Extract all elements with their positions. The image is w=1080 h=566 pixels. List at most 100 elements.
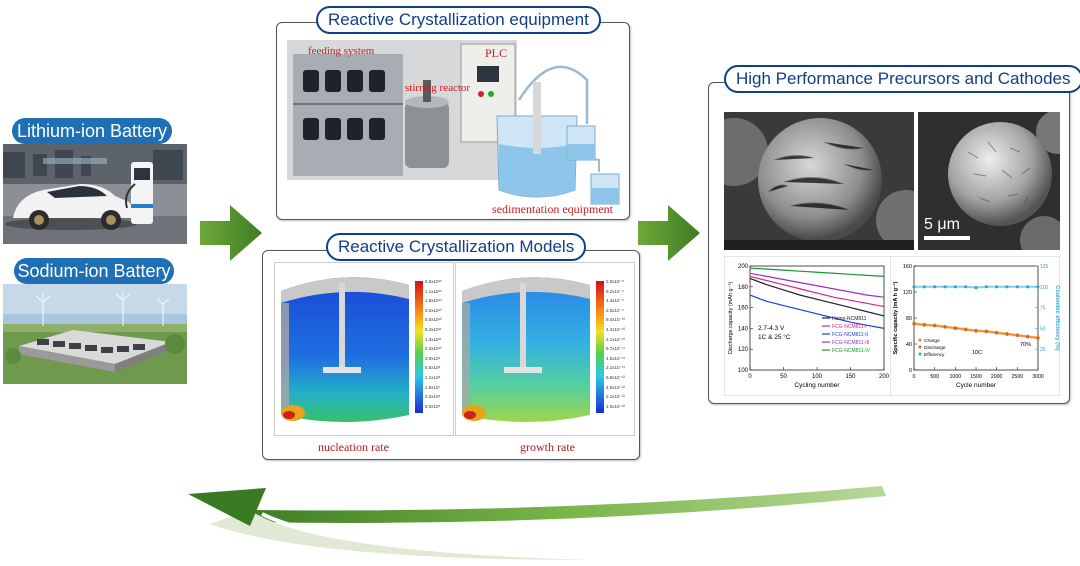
y-tick-label: 80	[906, 316, 912, 322]
scale-tick-label: 8.4x10¹¹	[425, 327, 442, 332]
chart-annotation: 2.7-4.3 V	[758, 325, 785, 332]
series-line	[749, 267, 885, 277]
cathodes-title: High Performance Precursors and Cathodes	[724, 65, 1080, 93]
right-arrow-icon	[638, 205, 700, 261]
lithium-ion-battery-label: Lithium-ion Battery	[12, 118, 172, 144]
scale-tick-label: 9.2x10⁻⁹	[606, 288, 624, 294]
y-right-tick-label: 125	[1040, 264, 1049, 270]
scale-tick-label: 3.9x10⁹	[425, 355, 441, 361]
series-line	[749, 294, 885, 329]
scale-tick-label: 4.4x10⁻⁹	[606, 298, 624, 304]
y-right-tick-label: 100	[1040, 285, 1049, 291]
plc-label: PLC	[485, 46, 508, 60]
legend-swatch	[918, 345, 922, 349]
y-axis-label: Discharge capacity (mAh g⁻¹)	[728, 282, 734, 354]
scale-tick-label: 9.4x10⁻¹⁰	[606, 317, 626, 323]
scale-tick-label: 4.5x10⁻¹¹	[606, 355, 625, 361]
scale-tick-label: 2.1x10⁻¹⁰	[606, 336, 626, 342]
x-tick-label: 0	[748, 374, 752, 380]
scale-tick-label: 2.1x10⁻¹¹	[606, 365, 625, 371]
x-tick-label: 2500	[1012, 374, 1024, 380]
scale-tick-label: 1.0x10⁻¹²	[606, 403, 625, 409]
legend-entry: FCG-NCM811-III	[832, 340, 869, 346]
series-line	[749, 272, 885, 298]
scale-tick-label: 4.5x10⁻¹²	[606, 384, 625, 390]
retention-label: 70%	[1020, 342, 1031, 348]
nucleation-rate-caption: nucleation rate	[318, 440, 389, 454]
legend-entry: Charge	[924, 338, 940, 344]
y-axis-label: Specific capacity (mA h g⁻¹)	[892, 281, 899, 354]
y-tick-label: 120	[903, 290, 912, 296]
scale-tick-label: 5.0x10⁵	[425, 403, 441, 409]
x-axis-label: Cycling number	[794, 382, 840, 389]
scale-tick-label: 2.3x10¹⁰	[425, 346, 442, 352]
x-tick-label: 3000	[1032, 374, 1044, 380]
scale-tick-label: 3.0x10¹³	[425, 307, 442, 313]
y-right-tick-label: 75	[1040, 306, 1046, 312]
scale-tick-label: 4.4x10⁻¹⁰	[606, 327, 626, 332]
scale-tick-label: 9.7x10⁻¹¹	[606, 346, 625, 352]
legend-swatch	[918, 352, 922, 356]
legend-entry: FCG-NCM811-I	[832, 324, 867, 330]
y-tick-label: 180	[738, 285, 749, 291]
series-trace	[914, 285, 1038, 289]
feeding-system-label: feeding system	[308, 45, 375, 57]
x-tick-label: 100	[812, 374, 823, 380]
equipment-photo	[287, 40, 622, 215]
scale-tick-label: 5.0x10¹²	[425, 317, 442, 323]
y-tick-label: 160	[738, 306, 749, 312]
y-tick-label: 100	[738, 368, 749, 374]
y-tick-label: 120	[738, 347, 749, 353]
legend-entry: FCG-NCM811-II	[832, 332, 868, 338]
y-tick-label: 140	[738, 326, 749, 332]
scale-tick-label: 6.5x10⁸	[425, 365, 441, 371]
scale-bar-label: 5 μm	[924, 216, 960, 233]
sedimentation-equipment-label: sedimentation equipment	[492, 202, 613, 216]
x-tick-label: 1500	[970, 374, 982, 380]
growth-rate-caption: growth rate	[520, 440, 575, 454]
x-axis-label: Cycle number	[956, 382, 997, 389]
rate-label: 10C	[972, 350, 982, 356]
chart-background	[890, 256, 1060, 396]
y-right-tick-label: 50	[1040, 326, 1046, 332]
models-title: Reactive Crystallization Models	[326, 233, 587, 261]
scale-tick-label: 1.1x10⁸	[425, 375, 441, 380]
x-tick-label: 150	[845, 374, 856, 380]
scale-tick-label: 1.8x10⁷	[425, 384, 441, 390]
y-tick-label: 200	[738, 264, 749, 270]
energy-storage-station-photo	[3, 284, 187, 384]
x-tick-label: 200	[879, 374, 890, 380]
y-right-tick-label: 25	[1040, 347, 1046, 353]
sodium-ion-battery-label: Sodium-ion Battery	[14, 258, 174, 284]
series-line	[749, 277, 885, 317]
legend-entry: Efficiency	[924, 352, 945, 358]
cycle-back-arrow-icon	[188, 486, 886, 560]
legend-entry: FCG-NCM811-IV	[832, 348, 871, 354]
nucleation-rate-simulation: 6.5x10¹⁵ 1.1x10¹⁵ 1.8x10¹⁴ 3.0x10¹³ 5.0x10¹²…	[274, 262, 454, 436]
equipment-title: Reactive Crystallization equipment	[316, 6, 601, 34]
scale-tick-label: 3.0x10⁶	[425, 394, 441, 400]
series-trace	[913, 322, 1039, 340]
right-arrow-icon	[200, 205, 262, 261]
legend-entry: Discharge	[924, 345, 946, 351]
scale-tick-label: 6.5x10¹⁵	[425, 279, 442, 284]
y-tick-label: 160	[903, 264, 912, 270]
scale-tick-label: 2.0x10⁻⁹	[606, 307, 624, 313]
scale-tick-label: 1.4x10¹¹	[425, 336, 442, 342]
x-tick-label: 500	[930, 374, 939, 380]
legend-swatch	[918, 338, 922, 342]
x-tick-label: 2000	[991, 374, 1003, 380]
x-tick-label: 0	[913, 374, 916, 380]
series-line	[749, 275, 885, 308]
electric-car-charging-photo	[3, 144, 187, 244]
scale-tick-label: 2.1x10⁻¹²	[606, 394, 625, 400]
stirring-reactor-label: stirring reactor	[405, 82, 471, 94]
scale-tick-label: 9.8x10⁻¹²	[606, 375, 625, 380]
sem-image-large	[724, 112, 914, 250]
scale-tick-label: 1.8x10¹⁴	[425, 298, 442, 304]
scale-tick-label: 1.1x10¹⁵	[425, 288, 442, 294]
y-tick-label: 0	[909, 368, 912, 374]
